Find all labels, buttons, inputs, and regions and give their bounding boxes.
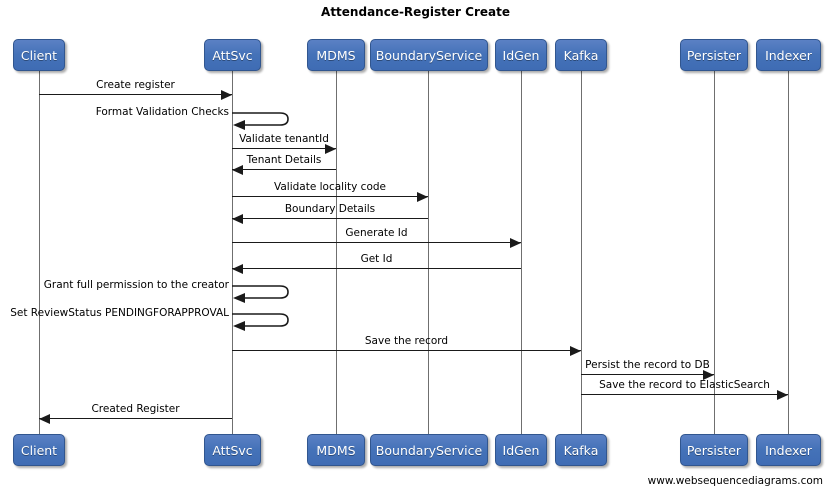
- participant-boundaryservice-top[interactable]: BoundaryService: [370, 39, 488, 71]
- lifeline-kafka: [581, 71, 582, 434]
- message-label: Set ReviewStatus PENDINGFORAPPROVAL: [10, 307, 229, 319]
- message-arrowhead: [221, 90, 232, 100]
- participant-attsvc-top[interactable]: AttSvc: [204, 39, 261, 71]
- lifeline-boundaryservice: [428, 71, 429, 434]
- message-arrowhead: [325, 144, 336, 154]
- message-label: Tenant Details: [246, 154, 322, 166]
- message-label: Created Register: [91, 403, 180, 415]
- self-message-loop: [232, 285, 294, 309]
- participant-boundaryservice-bottom[interactable]: BoundaryService: [370, 434, 488, 466]
- participant-label: AttSvc: [212, 442, 253, 458]
- participant-label: IdGen: [502, 442, 540, 458]
- message-line: [39, 418, 232, 419]
- footer-credit: www.websequencediagrams.com: [647, 475, 823, 487]
- lifeline-mdms: [336, 71, 337, 434]
- message-line: [581, 374, 714, 375]
- participant-indexer-bottom[interactable]: Indexer: [756, 434, 821, 466]
- participant-client-bottom[interactable]: Client: [13, 434, 65, 466]
- participant-label: MDMS: [316, 47, 356, 63]
- message-arrowhead: [232, 214, 243, 224]
- message-label: Get Id: [360, 253, 393, 265]
- participant-label: BoundaryService: [375, 442, 483, 458]
- lifeline-attsvc: [232, 71, 233, 434]
- participant-persister-top[interactable]: Persister: [680, 39, 748, 71]
- message-label: Validate tenantId: [239, 133, 329, 145]
- message-label: Grant full permission to the creator: [43, 279, 229, 291]
- participant-client-top[interactable]: Client: [13, 39, 65, 71]
- participant-idgen-top[interactable]: IdGen: [495, 39, 547, 71]
- message-label: Generate Id: [345, 227, 408, 239]
- message-label: Format Validation Checks: [95, 106, 229, 118]
- message-line: [232, 148, 336, 149]
- participant-label: Persister: [686, 47, 742, 63]
- message-label: Save the record: [364, 335, 449, 347]
- participant-label: Kafka: [563, 442, 599, 458]
- message-arrowhead: [232, 264, 243, 274]
- message-line: [232, 350, 581, 351]
- participant-label: Persister: [686, 442, 742, 458]
- participant-label: IdGen: [502, 47, 540, 63]
- message-arrowhead: [510, 238, 521, 248]
- message-line: [232, 196, 428, 197]
- participant-label: MDMS: [316, 442, 356, 458]
- message-arrowhead: [703, 370, 714, 380]
- participant-kafka-top[interactable]: Kafka: [555, 39, 607, 71]
- message-label: Create register: [96, 79, 175, 91]
- participant-label: Client: [20, 442, 58, 458]
- message-arrowhead: [39, 414, 50, 424]
- participant-label: Indexer: [765, 47, 812, 63]
- participant-idgen-bottom[interactable]: IdGen: [495, 434, 547, 466]
- lifeline-persister: [714, 71, 715, 434]
- participant-label: AttSvc: [212, 47, 253, 63]
- message-arrowhead: [570, 346, 581, 356]
- participant-label: BoundaryService: [375, 47, 483, 63]
- participant-persister-bottom[interactable]: Persister: [680, 434, 748, 466]
- message-line: [39, 94, 232, 95]
- lifeline-client: [39, 71, 40, 434]
- participant-label: Indexer: [765, 442, 812, 458]
- message-label: Boundary Details: [284, 203, 376, 215]
- participant-kafka-bottom[interactable]: Kafka: [555, 434, 607, 466]
- message-line: [581, 394, 788, 395]
- participant-attsvc-bottom[interactable]: AttSvc: [204, 434, 261, 466]
- self-message-loop: [232, 112, 294, 136]
- diagram-title: Attendance-Register Create: [321, 5, 510, 19]
- message-arrowhead: [232, 165, 243, 175]
- lifeline-idgen: [521, 71, 522, 434]
- participant-label: Client: [20, 47, 58, 63]
- lifeline-indexer: [788, 71, 789, 434]
- message-label: Validate locality code: [273, 181, 387, 193]
- message-label: Persist the record to DB: [585, 359, 710, 371]
- message-line: [232, 242, 521, 243]
- self-message-loop: [232, 313, 294, 337]
- message-arrowhead: [777, 390, 788, 400]
- message-label: Save the record to ElasticSearch: [599, 379, 770, 391]
- message-line: [232, 268, 521, 269]
- participant-mdms-top[interactable]: MDMS: [307, 39, 365, 71]
- message-arrowhead: [417, 192, 428, 202]
- participant-label: Kafka: [563, 47, 599, 63]
- message-line: [232, 218, 428, 219]
- participant-indexer-top[interactable]: Indexer: [756, 39, 821, 71]
- participant-mdms-bottom[interactable]: MDMS: [307, 434, 365, 466]
- message-line: [232, 169, 336, 170]
